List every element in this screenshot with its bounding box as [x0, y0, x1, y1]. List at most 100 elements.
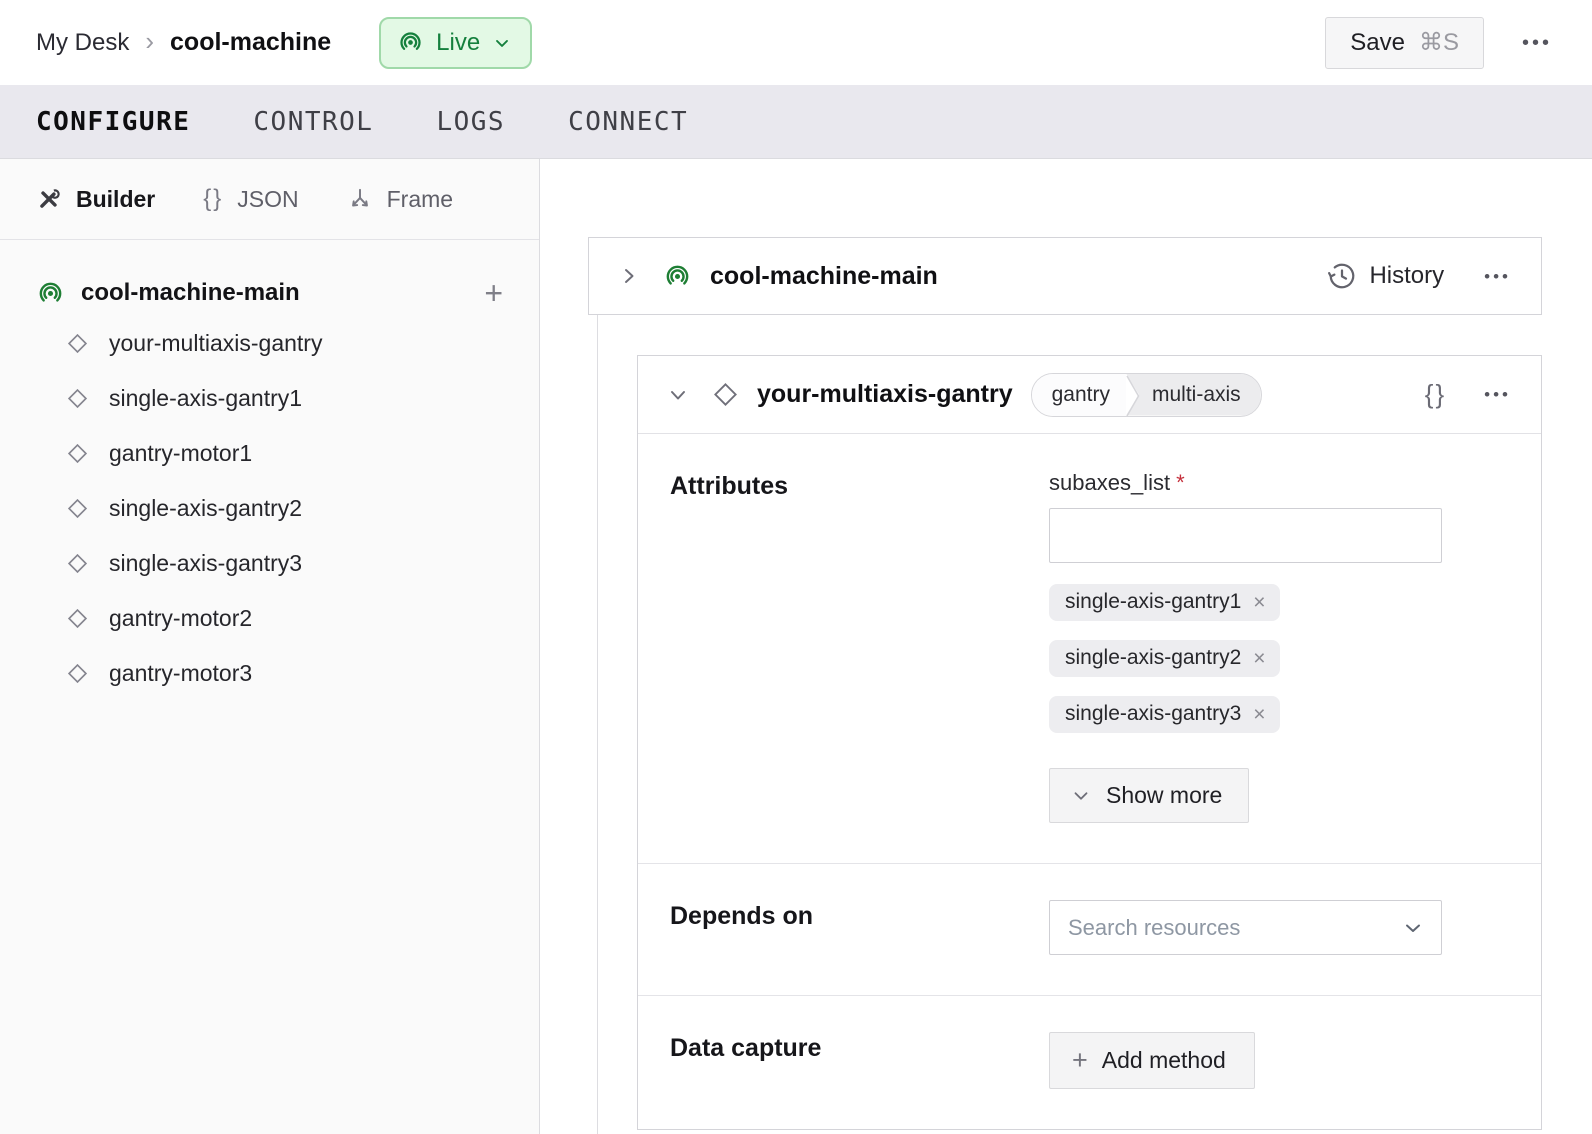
tree-item-label: single-axis-gantry3 — [109, 550, 302, 577]
live-status-label: Live — [436, 29, 480, 57]
tree-item-single-axis-gantry2[interactable]: single-axis-gantry2 — [0, 481, 539, 536]
mode-frame-label: Frame — [387, 186, 453, 213]
component-overflow-menu-button[interactable]: ••• — [1482, 380, 1513, 409]
tab-configure[interactable]: CONFIGURE — [36, 107, 190, 137]
remove-chip-icon[interactable]: × — [1253, 648, 1265, 669]
frame-axes-icon — [347, 186, 373, 212]
component-type-tags: gantry multi-axis — [1031, 373, 1262, 417]
breadcrumb-separator-icon: › — [145, 28, 154, 54]
breadcrumb: My Desk › cool-machine — [36, 28, 331, 57]
add-method-button[interactable]: + Add method — [1049, 1032, 1255, 1089]
data-capture-section: Data capture + Add method — [638, 995, 1541, 1129]
topbar-overflow-menu-button[interactable]: ••• — [1518, 25, 1556, 61]
component-card-header: your-multiaxis-gantry gantry multi-axis … — [638, 356, 1541, 434]
component-diamond-icon — [66, 332, 89, 355]
add-method-label: Add method — [1102, 1047, 1226, 1074]
history-icon — [1327, 261, 1357, 291]
expand-part-button[interactable] — [617, 264, 641, 288]
breadcrumb-parent-link[interactable]: My Desk — [36, 29, 129, 57]
chevron-down-icon — [492, 33, 512, 53]
remove-chip-icon[interactable]: × — [1253, 704, 1265, 725]
part-card-title: cool-machine-main — [710, 262, 938, 291]
component-card-actions: {} ••• — [1425, 379, 1513, 410]
tools-icon — [36, 186, 62, 212]
chip-label: single-axis-gantry2 — [1065, 646, 1241, 670]
history-label: History — [1369, 262, 1444, 290]
tree-item-single-axis-gantry3[interactable]: single-axis-gantry3 — [0, 536, 539, 591]
show-more-label: Show more — [1106, 782, 1222, 809]
tab-logs[interactable]: LOGS — [436, 107, 505, 137]
tree-item-gantry-motor1[interactable]: gantry-motor1 — [0, 426, 539, 481]
plus-icon: + — [1072, 1047, 1088, 1074]
chip-label: single-axis-gantry1 — [1065, 590, 1241, 614]
chevron-down-icon — [1070, 785, 1092, 807]
tab-connect[interactable]: CONNECT — [568, 107, 688, 137]
history-button[interactable]: History — [1327, 261, 1444, 291]
save-shortcut-hint: ⌘S — [1419, 28, 1459, 57]
chip-single-axis-gantry2: single-axis-gantry2 × — [1049, 640, 1280, 677]
live-broadcast-icon — [397, 29, 424, 56]
tree-item-label: gantry-motor3 — [109, 660, 252, 687]
tag-separator-icon — [1126, 374, 1140, 417]
resource-tree: cool-machine-main + your-multiaxis-gantr… — [0, 240, 539, 701]
subaxes-chip-list: single-axis-gantry1 × single-axis-gantry… — [1049, 584, 1509, 733]
required-marker: * — [1176, 470, 1185, 495]
tree-item-gantry-motor2[interactable]: gantry-motor2 — [0, 591, 539, 646]
breadcrumb-current: cool-machine — [170, 28, 331, 57]
chip-label: single-axis-gantry3 — [1065, 702, 1241, 726]
depends-on-section-label: Depends on — [670, 900, 1049, 955]
add-resource-button[interactable]: + — [484, 277, 503, 309]
chip-single-axis-gantry3: single-axis-gantry3 × — [1049, 696, 1280, 733]
depends-on-select[interactable]: Search resources — [1049, 900, 1442, 955]
part-overflow-menu-button[interactable]: ••• — [1482, 262, 1513, 291]
tree-item-single-axis-gantry1[interactable]: single-axis-gantry1 — [0, 371, 539, 426]
live-broadcast-icon — [663, 262, 692, 291]
tree-item-gantry-motor3[interactable]: gantry-motor3 — [0, 646, 539, 701]
mode-json[interactable]: {} JSON — [203, 185, 298, 213]
mode-frame[interactable]: Frame — [347, 186, 453, 213]
content-area: Builder {} JSON Frame — [0, 159, 1592, 1134]
tree-root-machine-part[interactable]: cool-machine-main + — [0, 270, 539, 316]
field-name: subaxes_list — [1049, 470, 1170, 495]
braces-icon: {} — [203, 185, 223, 213]
view-mode-switcher: Builder {} JSON Frame — [0, 159, 539, 240]
tag-type: gantry — [1032, 374, 1126, 416]
tree-item-label: your-multiaxis-gantry — [109, 330, 322, 357]
top-bar: My Desk › cool-machine Live Save ⌘S ••• — [0, 0, 1592, 85]
tree-item-label: gantry-motor2 — [109, 605, 252, 632]
chevron-down-icon — [1401, 916, 1425, 940]
save-button[interactable]: Save ⌘S — [1325, 17, 1484, 69]
mode-json-label: JSON — [237, 186, 298, 213]
component-card-your-multiaxis-gantry: your-multiaxis-gantry gantry multi-axis … — [637, 355, 1542, 1130]
subaxes-input[interactable] — [1049, 508, 1442, 563]
show-more-button[interactable]: Show more — [1049, 768, 1249, 823]
tab-control[interactable]: CONTROL — [253, 107, 373, 137]
machine-part-card: cool-machine-main History ••• — [588, 237, 1542, 315]
tag-model: multi-axis — [1126, 374, 1261, 416]
chevron-right-icon — [617, 264, 641, 288]
depends-on-placeholder: Search resources — [1068, 915, 1240, 941]
config-sidebar: Builder {} JSON Frame — [0, 159, 540, 1134]
chevron-down-icon — [666, 383, 690, 407]
tree-item-label: gantry-motor1 — [109, 440, 252, 467]
attributes-section-label: Attributes — [670, 470, 1049, 823]
component-diamond-icon — [66, 387, 89, 410]
collapse-component-button[interactable] — [666, 383, 690, 407]
component-diamond-icon — [66, 607, 89, 630]
machine-status-dropdown[interactable]: Live — [379, 17, 532, 69]
tree-root-label: cool-machine-main — [81, 279, 300, 307]
config-main-panel: cool-machine-main History ••• — [540, 159, 1592, 1134]
view-json-button[interactable]: {} — [1425, 379, 1446, 410]
attributes-section: Attributes subaxes_list* single-axis-gan… — [638, 434, 1541, 863]
part-card-actions: History ••• — [1327, 261, 1513, 291]
remove-chip-icon[interactable]: × — [1253, 592, 1265, 613]
component-diamond-icon — [66, 662, 89, 685]
tree-item-your-multiaxis-gantry[interactable]: your-multiaxis-gantry — [0, 316, 539, 371]
component-diamond-icon — [66, 442, 89, 465]
chip-single-axis-gantry1: single-axis-gantry1 × — [1049, 584, 1280, 621]
mode-builder-label: Builder — [76, 186, 155, 213]
mode-builder[interactable]: Builder — [36, 186, 155, 213]
tree-item-label: single-axis-gantry1 — [109, 385, 302, 412]
save-button-label: Save — [1350, 29, 1405, 57]
